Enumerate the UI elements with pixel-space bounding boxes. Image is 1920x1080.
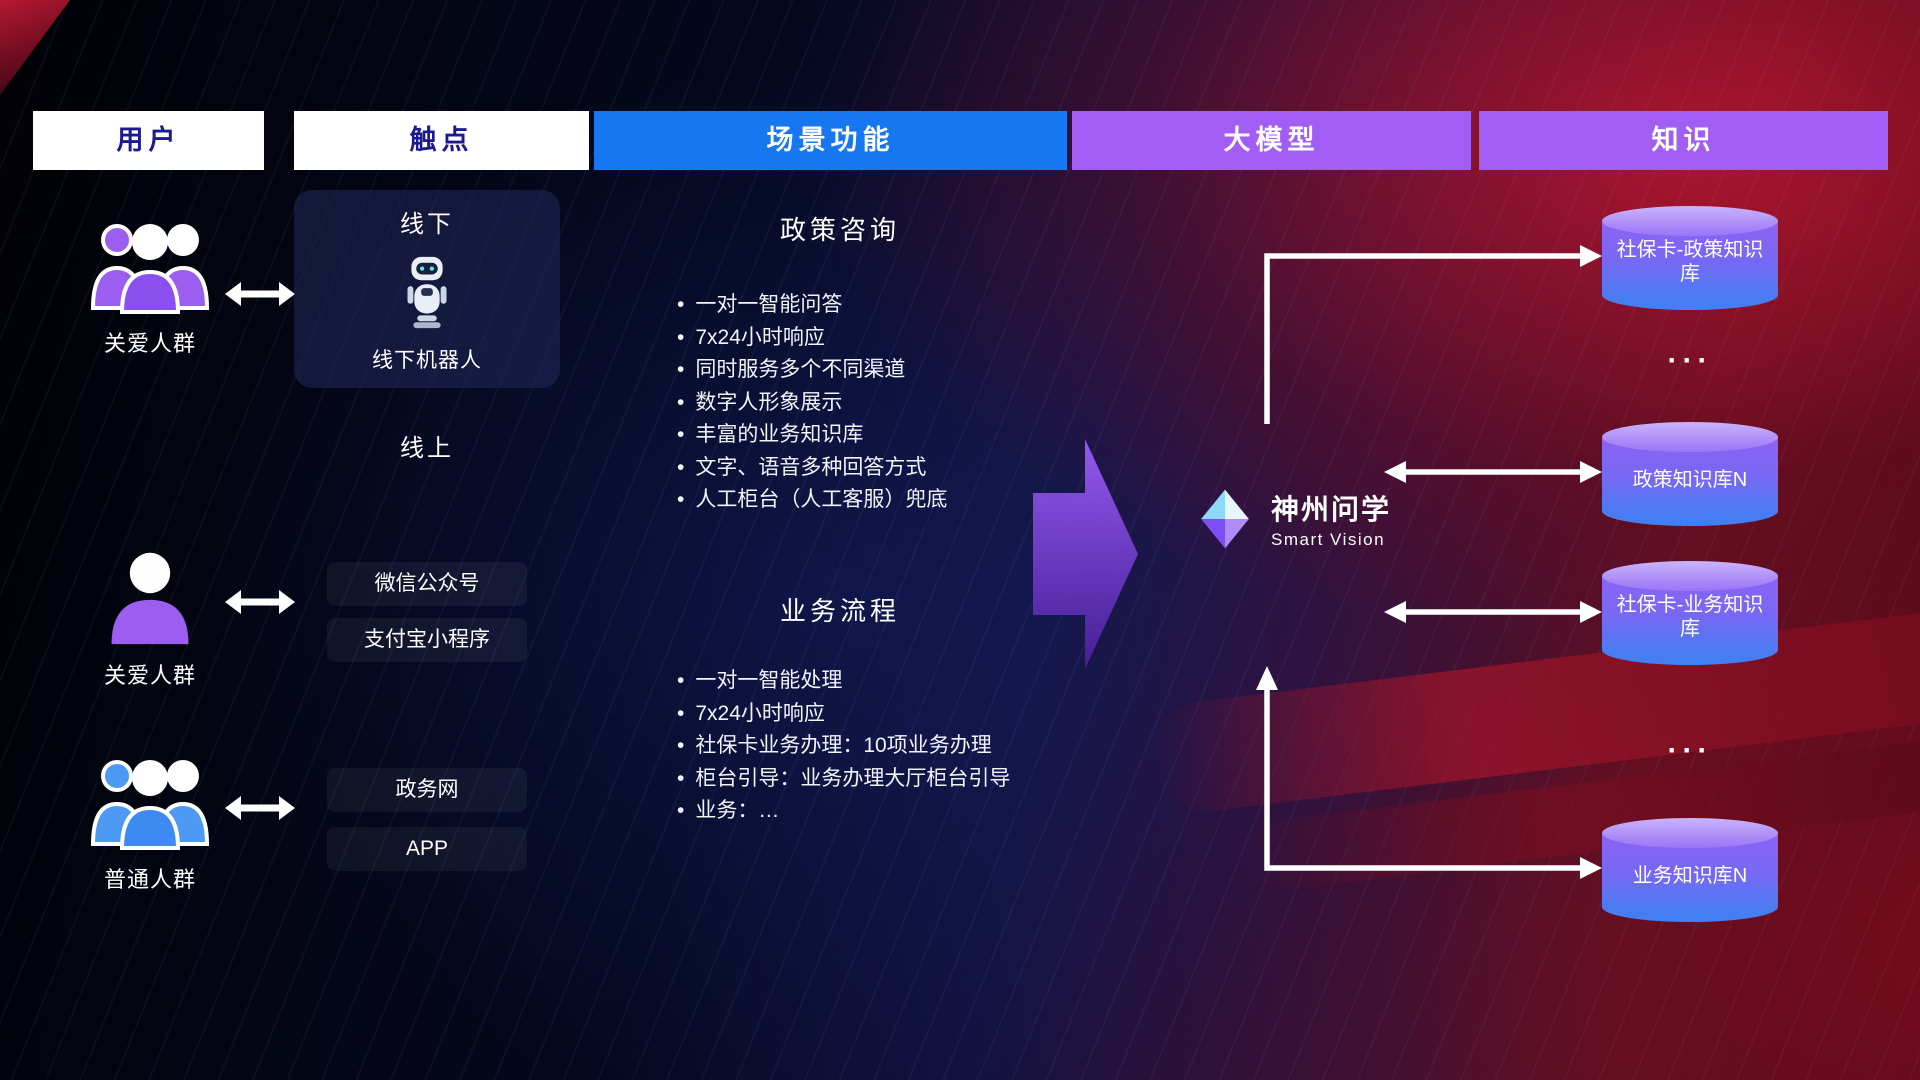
- flow-arrow: [1033, 439, 1138, 669]
- channel-alipay: 支付宝小程序: [327, 618, 527, 662]
- cylinder-top: [1602, 422, 1778, 452]
- person-icon: [111, 552, 189, 645]
- cylinder-top: [1602, 818, 1778, 848]
- group-people-icon: [90, 224, 210, 314]
- header-touchpoints: 触点: [294, 111, 589, 170]
- online-title: 线上: [400, 435, 454, 462]
- robot-icon: [407, 256, 447, 328]
- scenario-title: 政策咨询: [779, 215, 900, 245]
- list-item: 社保卡业务办理：10项业务办理: [677, 730, 1040, 763]
- offline-title: 线下: [400, 211, 454, 238]
- channel-wechat: 微信公众号: [327, 562, 527, 606]
- scenario-title: 业务流程: [779, 596, 900, 626]
- list-item: 同时服务多个不同渠道: [677, 354, 1040, 387]
- bidirectional-arrow-icon: [225, 590, 295, 614]
- header-users: 用户: [33, 111, 264, 170]
- kb-business-n: 业务知识库N: [1602, 818, 1778, 922]
- kb-label: 政策知识库N: [1632, 469, 1748, 491]
- model-name: 神州问学: [1271, 494, 1392, 525]
- user-group-label: 普通人群: [103, 867, 196, 892]
- cylinder-top: [1602, 206, 1778, 236]
- list-item: 数字人形象展示: [677, 387, 1040, 420]
- ellipsis: ···: [1667, 344, 1713, 377]
- user-group-label: 关爱人群: [103, 331, 196, 356]
- channel-gov-web: 政务网: [327, 768, 527, 812]
- user-group-care-2: 关爱人群: [70, 548, 230, 690]
- cylinder-top: [1602, 561, 1778, 591]
- model-subtitle: Smart Vision: [1271, 530, 1386, 549]
- user-group-general: 普通人群: [70, 748, 230, 894]
- group-people-icon: [90, 760, 210, 850]
- offline-touchpoint-card: 线下 线下机器人: [294, 190, 560, 388]
- list-item: 7x24小时响应: [677, 322, 1040, 355]
- scenario-feature-list: 一对一智能问答 7x24小时响应 同时服务多个不同渠道 数字人形象展示 丰富的业…: [640, 289, 1040, 517]
- list-item: 文字、语音多种回答方式: [677, 452, 1040, 485]
- header-knowledge: 知识: [1479, 111, 1888, 170]
- channel-app: APP: [327, 827, 527, 871]
- user-group-label: 关爱人群: [103, 663, 196, 688]
- kb-policy-n: 政策知识库N: [1602, 422, 1778, 526]
- scenario-business-process: 业务流程 一对一智能处理 7x24小时响应 社保卡业务办理：10项业务办理 柜台…: [640, 593, 1040, 828]
- bidirectional-arrow-icon: [225, 796, 295, 820]
- list-item: 柜台引导：业务办理大厅柜台引导: [677, 763, 1040, 796]
- kb-label: 业务知识库N: [1632, 865, 1748, 887]
- list-item: 一对一智能问答: [677, 289, 1040, 322]
- smart-vision-logo-icon: [1201, 489, 1249, 549]
- kb-label: 社保卡-政策知识库: [1616, 239, 1764, 285]
- ellipsis: ···: [1667, 734, 1713, 767]
- header-scenarios: 场景功能: [594, 111, 1067, 170]
- list-item: 丰富的业务知识库: [677, 419, 1040, 452]
- offline-robot-label: 线下机器人: [372, 349, 482, 372]
- user-group-care-1: 关爱人群: [70, 212, 230, 358]
- scenario-feature-list: 一对一智能处理 7x24小时响应 社保卡业务办理：10项业务办理 柜台引导：业务…: [640, 665, 1040, 828]
- list-item: 7x24小时响应: [677, 698, 1040, 731]
- header-model: 大模型: [1072, 111, 1471, 170]
- model-section: 神州问学 Smart Vision: [1192, 486, 1391, 552]
- kb-social-business: 社保卡-业务知识库: [1602, 561, 1778, 665]
- scenario-policy-consulting: 政策咨询 一对一智能问答 7x24小时响应 同时服务多个不同渠道 数字人形象展示…: [640, 212, 1040, 517]
- kb-label: 社保卡-业务知识库: [1616, 594, 1764, 640]
- kb-social-policy: 社保卡-政策知识库: [1602, 206, 1778, 310]
- bidirectional-arrow-icon: [225, 282, 295, 306]
- list-item: 人工柜台（人工客服）兜底: [677, 484, 1040, 517]
- list-item: 业务：…: [677, 795, 1040, 828]
- list-item: 一对一智能处理: [677, 665, 1040, 698]
